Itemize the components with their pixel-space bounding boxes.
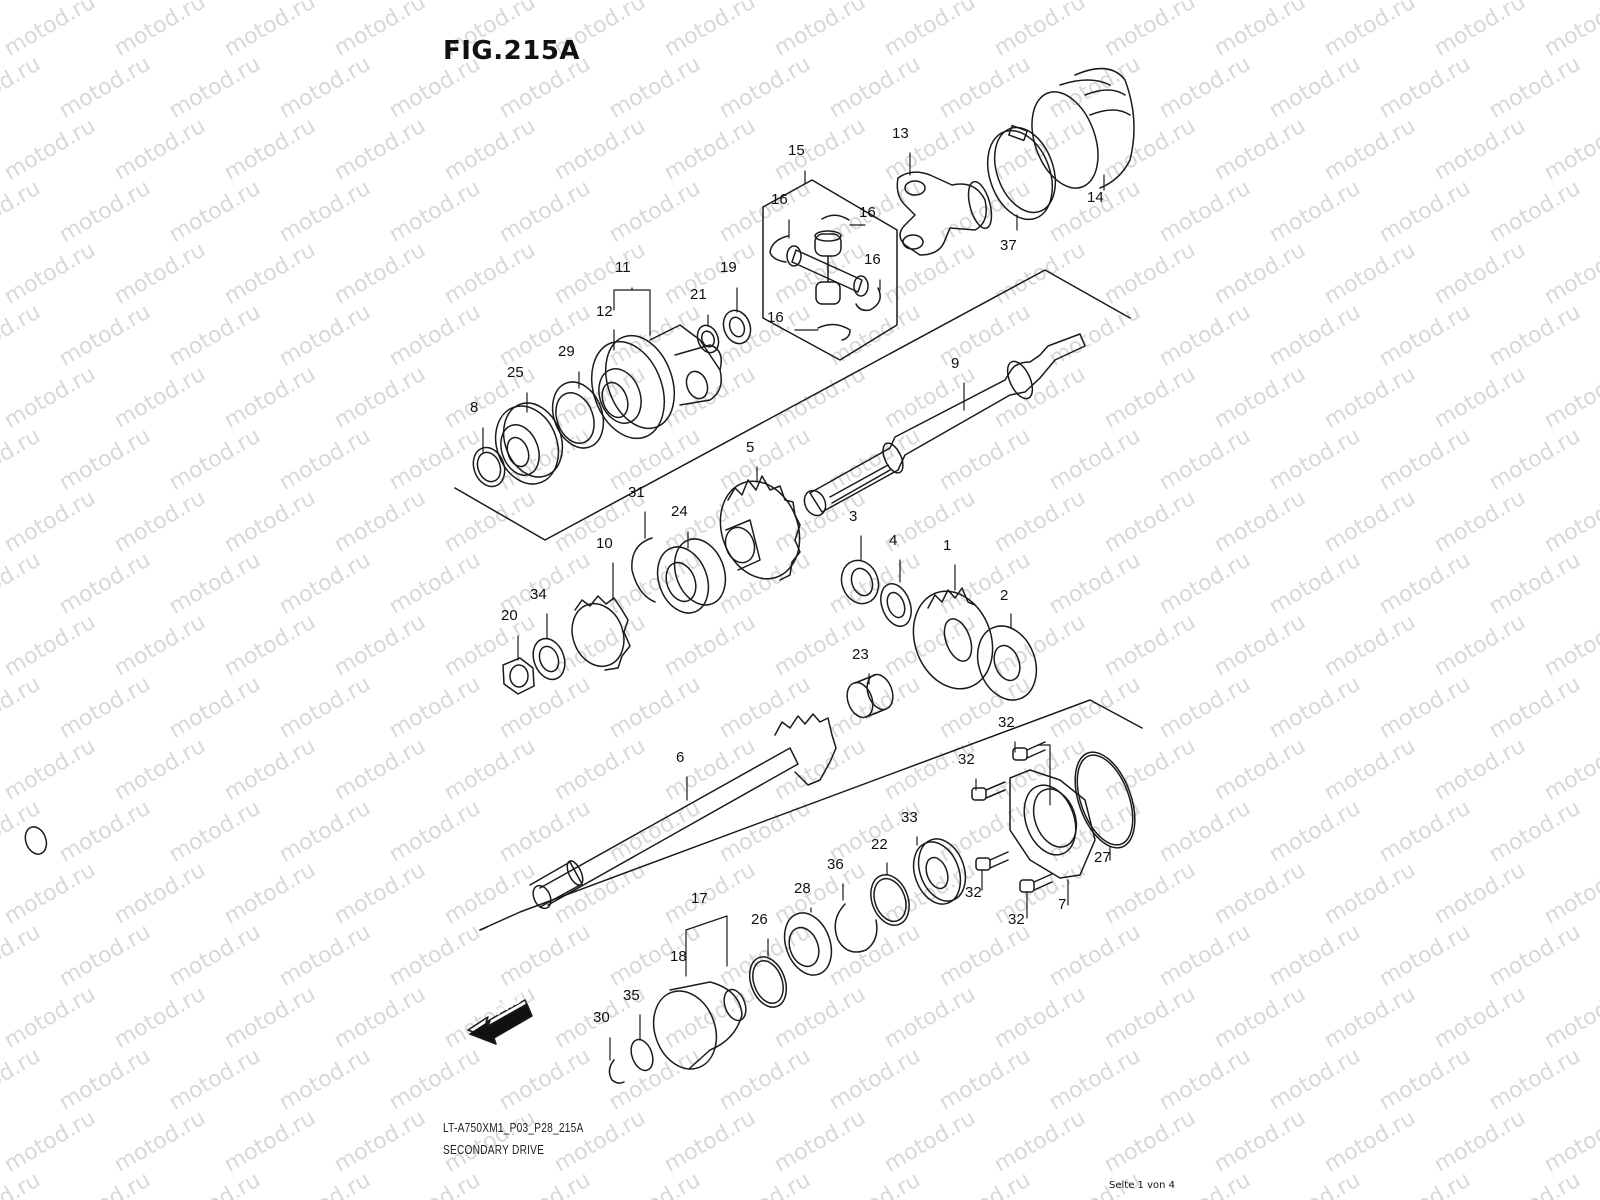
part-6-output-shaft	[529, 713, 837, 910]
part-37-clamp	[986, 124, 1057, 221]
part-32-bolt-c	[975, 851, 1009, 871]
universal-joint-group-outline	[762, 179, 898, 361]
model-code: LT-A750XM1_P03_P28_215A	[443, 1120, 584, 1135]
part-27-o-ring	[1074, 751, 1136, 849]
part-callout-19: 19	[720, 259, 737, 276]
fwd-direction-arrow	[467, 999, 533, 1045]
part-callout-25: 25	[507, 364, 524, 381]
part-callout-24: 24	[671, 503, 688, 520]
part-10-spur-gear	[24, 595, 631, 855]
part-callout-36: 36	[827, 856, 844, 873]
part-28-oil-seal	[783, 912, 833, 976]
part-34-washer	[532, 637, 566, 681]
part-24-roller-bearing	[656, 538, 727, 614]
part-callout-13: 13	[892, 125, 909, 142]
figure-title: FIG.215A	[443, 36, 581, 66]
part-36-circlip	[834, 903, 878, 953]
part-2-thrust-washer	[976, 625, 1038, 701]
part-callout-16: 16	[859, 204, 876, 221]
section-name: SECONDARY DRIVE	[443, 1142, 545, 1157]
group-boundary-upper	[454, 269, 1131, 541]
part-callout-30: 30	[593, 1009, 610, 1026]
part-15-universal-joint-cross	[786, 230, 869, 305]
part-callout-10: 10	[596, 535, 613, 552]
part-23-needle-bearing	[846, 673, 894, 719]
part-32-bolt-a	[1012, 741, 1046, 761]
part-callout-33: 33	[901, 809, 918, 826]
part-16-circlip-d	[817, 323, 851, 341]
part-7-bearing-housing	[1009, 769, 1096, 879]
part-callout-29: 29	[558, 343, 575, 360]
part-5-bevel-gear	[719, 475, 801, 581]
part-17-18-cover	[652, 981, 747, 1070]
part-callout-16: 16	[864, 251, 881, 268]
part-callout-32: 32	[965, 884, 982, 901]
part-callout-32: 32	[958, 751, 975, 768]
part-callout-20: 20	[501, 607, 518, 624]
part-31-circlip	[631, 537, 656, 603]
part-16-circlip-b	[821, 214, 850, 221]
part-22-shim	[870, 874, 910, 926]
part-29-oil-seal	[551, 381, 605, 449]
part-32-bolt-d	[1019, 873, 1053, 893]
part-30-circlip	[608, 1059, 625, 1084]
part-callout-5: 5	[746, 439, 755, 456]
part-callout-17: 17	[691, 890, 708, 907]
part-callout-31: 31	[628, 484, 645, 501]
part-callout-22: 22	[871, 836, 888, 853]
part-13-yoke	[896, 171, 993, 256]
part-callout-7: 7	[1058, 896, 1067, 913]
part-32-bolt-b	[971, 781, 1006, 801]
part-callout-12: 12	[596, 303, 613, 320]
part-callout-6: 6	[676, 749, 685, 766]
part-4-washer	[880, 583, 912, 627]
page-indicator: Seite 1 von 4	[1109, 1180, 1175, 1191]
part-callout-8: 8	[470, 399, 479, 416]
part-19-nut	[722, 309, 752, 345]
part-1-bevel-gear	[912, 587, 994, 690]
part-callout-15: 15	[788, 142, 805, 159]
part-21-washer	[696, 324, 720, 354]
part-16-circlip-c	[855, 287, 881, 312]
part-callout-37: 37	[1000, 237, 1017, 254]
part-callout-32: 32	[1008, 911, 1025, 928]
part-callout-28: 28	[794, 880, 811, 897]
part-11-12-yoke-flange	[591, 324, 722, 440]
part-26-o-ring	[748, 956, 788, 1008]
part-callout-18: 18	[670, 948, 687, 965]
part-9-propeller-shaft	[803, 333, 1086, 517]
part-20-hex-nut	[502, 657, 535, 695]
part-callout-23: 23	[852, 646, 869, 663]
part-callout-14: 14	[1087, 189, 1104, 206]
part-35-ring	[630, 1038, 654, 1072]
part-callout-3: 3	[849, 508, 858, 525]
part-callout-32: 32	[998, 714, 1015, 731]
part-callout-4: 4	[889, 532, 898, 549]
part-callout-9: 9	[951, 355, 960, 372]
part-callout-16: 16	[767, 309, 784, 326]
group-boundary-lower	[479, 699, 1143, 931]
part-callout-27: 27	[1094, 849, 1111, 866]
part-callout-1: 1	[943, 537, 952, 554]
part-callout-2: 2	[1000, 587, 1009, 604]
part-14-boot	[1031, 67, 1135, 189]
part-16-circlip-a	[769, 235, 789, 263]
part-8-shim-ring	[472, 446, 506, 488]
part-callout-11: 11	[615, 259, 631, 276]
leader-lines	[482, 152, 1111, 1061]
part-3-nut	[840, 559, 880, 605]
part-callout-16: 16	[771, 191, 788, 208]
part-callout-26: 26	[751, 911, 768, 928]
part-callout-34: 34	[530, 586, 547, 603]
part-callout-21: 21	[690, 286, 707, 303]
part-33-ball-bearing	[912, 838, 967, 905]
part-callout-35: 35	[623, 987, 640, 1004]
